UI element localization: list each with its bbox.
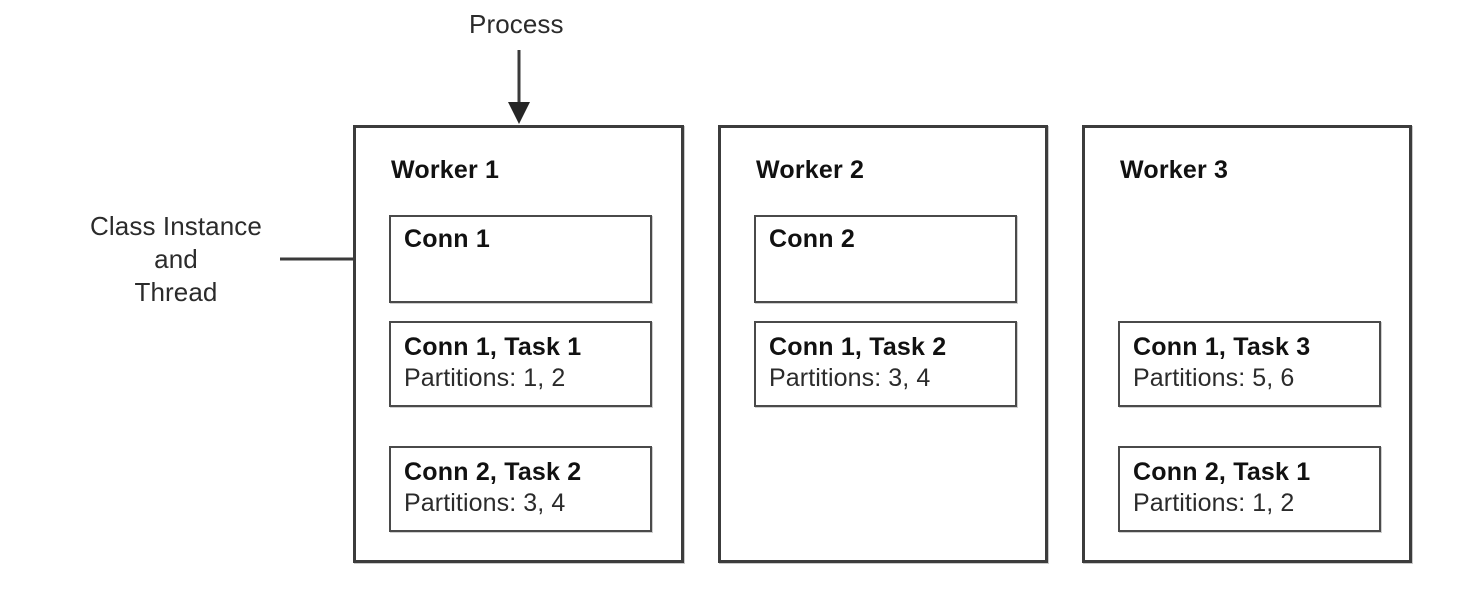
worker-title: Worker 3 — [1120, 156, 1229, 184]
task-instance-box[interactable]: Conn 1, Task 3 Partitions: 5, 6 — [1118, 321, 1381, 407]
down-arrow-icon — [508, 50, 530, 124]
connector-instance-box[interactable]: Conn 1 — [389, 215, 652, 303]
unit-partitions: Partitions: 1, 2 — [1133, 489, 1295, 517]
unit-title: Conn 1, Task 2 — [769, 333, 947, 361]
worker-title: Worker 2 — [756, 156, 865, 184]
task-instance-box[interactable]: Conn 1, Task 1 Partitions: 1, 2 — [389, 321, 652, 407]
task-instance-box[interactable]: Conn 2, Task 2 Partitions: 3, 4 — [389, 446, 652, 532]
unit-title: Conn 2, Task 1 — [1133, 458, 1311, 486]
annotation-class-instance-label: Class Instance and Thread — [90, 211, 262, 307]
unit-title: Conn 1, Task 1 — [404, 333, 582, 361]
annotation-process-label: Process — [469, 9, 564, 39]
unit-title: Conn 2 — [769, 225, 855, 253]
unit-partitions: Partitions: 3, 4 — [769, 364, 931, 392]
worker-process-box[interactable]: Worker 2 Conn 2 Conn 1, Task 2 Partition… — [718, 125, 1048, 563]
unit-title: Conn 1 — [404, 225, 490, 253]
unit-title: Conn 2, Task 2 — [404, 458, 582, 486]
unit-partitions: Partitions: 1, 2 — [404, 364, 566, 392]
unit-partitions: Partitions: 5, 6 — [1133, 364, 1295, 392]
worker-process-box[interactable]: Worker 3 Conn 1, Task 3 Partitions: 5, 6… — [1082, 125, 1412, 563]
connector-instance-box[interactable]: Conn 2 — [754, 215, 1017, 303]
task-instance-box[interactable]: Conn 1, Task 2 Partitions: 3, 4 — [754, 321, 1017, 407]
worker-title: Worker 1 — [391, 156, 500, 184]
task-instance-box[interactable]: Conn 2, Task 1 Partitions: 1, 2 — [1118, 446, 1381, 532]
worker-process-box[interactable]: Worker 1 Conn 1 Conn 1, Task 1 Partition… — [353, 125, 684, 563]
unit-title: Conn 1, Task 3 — [1133, 333, 1311, 361]
unit-partitions: Partitions: 3, 4 — [404, 489, 566, 517]
